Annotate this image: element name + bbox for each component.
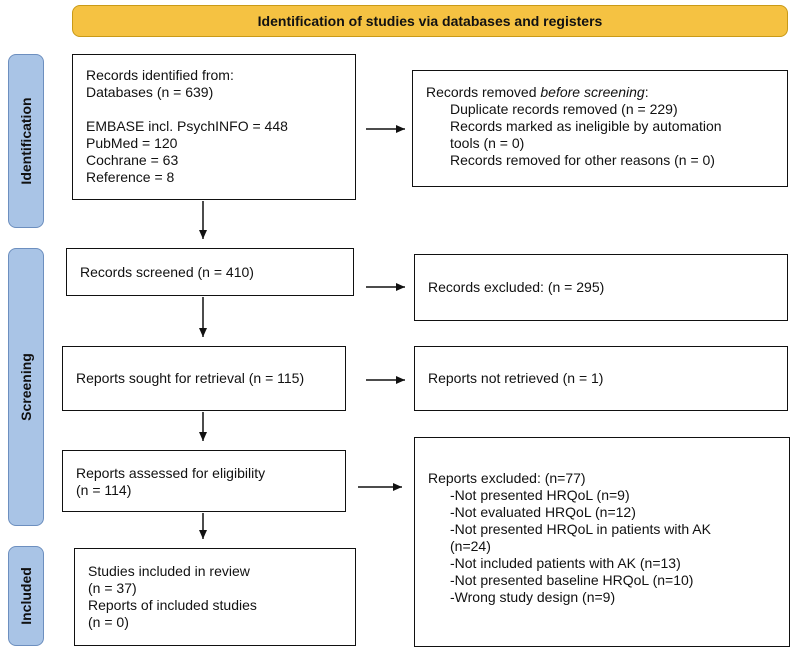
reports-excluded-item-6: -Not presented baseline HRQoL (n=10) xyxy=(450,572,694,588)
removed-item-2: Records marked as ineligible by automati… xyxy=(450,118,722,134)
identified-line-2: Databases (n = 639) xyxy=(86,84,214,100)
studies-included-box: Studies included in review (n = 37) Repo… xyxy=(74,548,356,646)
reports-excluded-item-2: -Not evaluated HRQoL (n=12) xyxy=(450,504,636,520)
identified-line-4: EMBASE incl. PsychINFO = 448 xyxy=(86,118,288,134)
removed-item-4: Records removed for other reasons (n = 0… xyxy=(450,152,715,168)
header-title: Identification of studies via databases … xyxy=(257,13,603,29)
phase-screening: Screening xyxy=(8,248,44,526)
included-line-3: Reports of included studies xyxy=(88,597,257,613)
assessed-line-2: (n = 114) xyxy=(76,482,132,498)
removed-title: Records removed before screening: xyxy=(426,84,787,101)
records-removed-box: Records removed before screening: Duplic… xyxy=(412,70,788,187)
reports-assessed-box: Reports assessed for eligibility (n = 11… xyxy=(62,450,346,512)
removed-title-emph: before screening xyxy=(540,84,645,100)
records-excluded-text: Records excluded: (n = 295) xyxy=(428,279,605,295)
reports-excluded-item-7: -Wrong study design (n=9) xyxy=(450,589,616,605)
reports-excluded-item-5: -Not included patients with AK (n=13) xyxy=(450,555,681,571)
assessed-line-1: Reports assessed for eligibility xyxy=(76,465,266,481)
header-bar: Identification of studies via databases … xyxy=(72,5,788,37)
reports-excluded-item-3: -Not presented HRQoL in patients with AK xyxy=(450,521,711,537)
removed-title-prefix: Records removed xyxy=(426,84,541,100)
reports-not-retrieved-box: Reports not retrieved (n = 1) xyxy=(414,346,788,411)
reports-excluded-item-4: (n=24) xyxy=(450,538,491,554)
removed-title-suffix: : xyxy=(644,84,649,100)
included-line-2: (n = 37) xyxy=(88,580,137,596)
records-excluded-box: Records excluded: (n = 295) xyxy=(414,254,788,321)
records-screened-text: Records screened (n = 410) xyxy=(80,263,254,280)
reports-not-retrieved-text: Reports not retrieved (n = 1) xyxy=(428,370,604,386)
identified-line-6: Cochrane = 63 xyxy=(86,152,179,168)
reports-excluded-title: Reports excluded: (n=77) xyxy=(428,470,586,486)
removed-item-3: tools (n = 0) xyxy=(450,135,525,151)
included-line-1: Studies included in review xyxy=(88,563,250,579)
identified-line-5: PubMed = 120 xyxy=(86,135,178,151)
included-line-4: (n = 0) xyxy=(88,614,129,630)
reports-excluded-item-1: -Not presented HRQoL (n=9) xyxy=(450,487,630,503)
reports-sought-box: Reports sought for retrieval (n = 115) xyxy=(62,346,346,411)
reports-excluded-box: Reports excluded: (n=77) -Not presented … xyxy=(414,437,790,647)
identified-line-7: Reference = 8 xyxy=(86,169,175,185)
records-identified-box: Records identified from: Databases (n = … xyxy=(72,54,356,200)
phase-identification: Identification xyxy=(8,54,44,228)
reports-sought-text: Reports sought for retrieval (n = 115) xyxy=(76,370,305,386)
removed-item-1: Duplicate records removed (n = 229) xyxy=(450,101,678,117)
records-screened-box: Records screened (n = 410) xyxy=(66,248,354,296)
phase-included: Included xyxy=(8,546,44,646)
identified-line-1: Records identified from: xyxy=(86,67,234,83)
